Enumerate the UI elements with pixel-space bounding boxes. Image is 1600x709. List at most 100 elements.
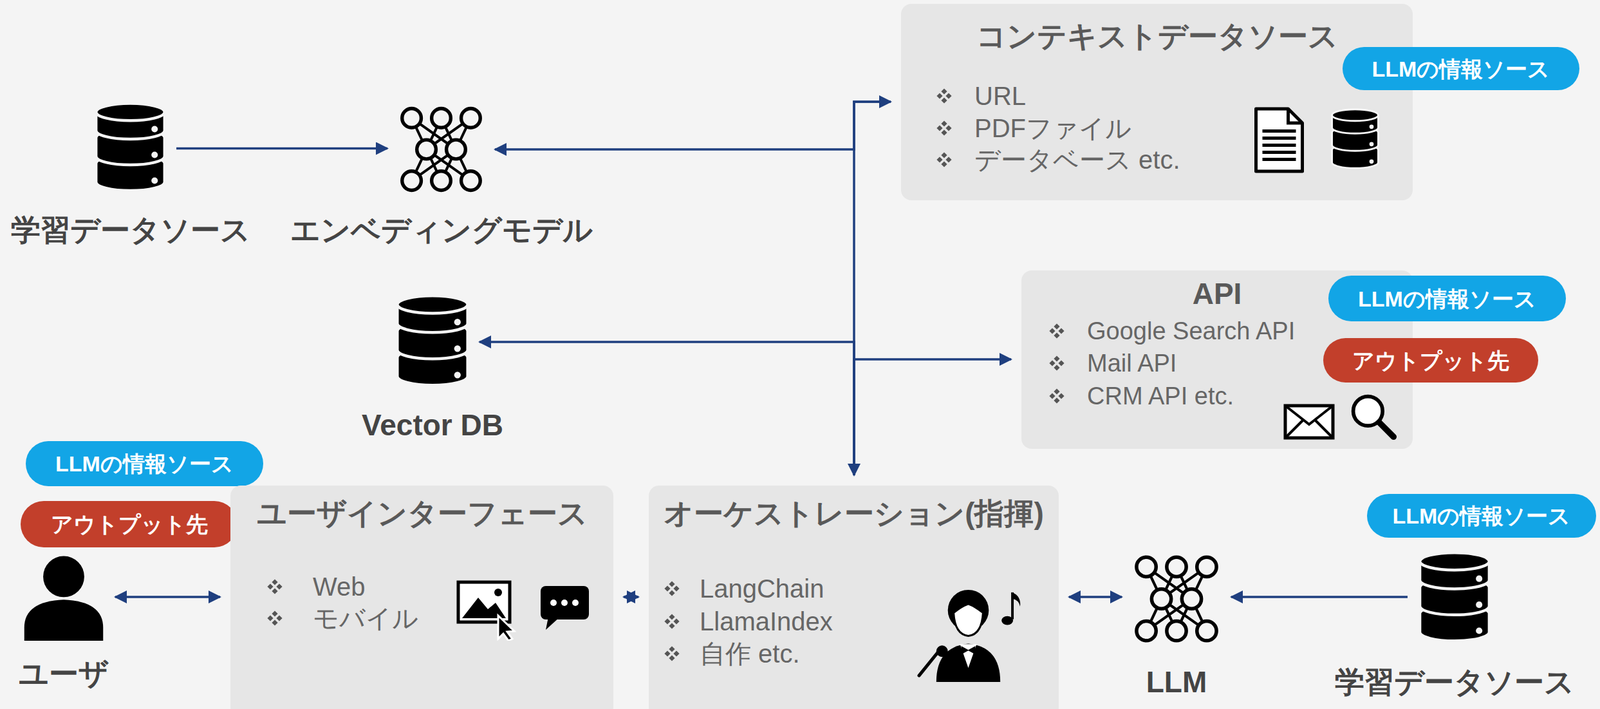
box-title: ユーザインターフェース — [256, 496, 588, 530]
conductor-icon-shape — [919, 589, 1021, 682]
bullet-text: CRM API etc. — [1087, 380, 1234, 412]
bullet-diamond — [1053, 332, 1060, 338]
connector-arrow — [115, 595, 221, 598]
icon-node: Vector DB — [395, 292, 470, 391]
bullet-diamond — [936, 92, 943, 99]
tag-text-wrap: LLMの情報ソース — [25, 449, 264, 477]
bullet-diamond — [668, 580, 675, 587]
search-icon — [1348, 390, 1398, 441]
icon-node: エンベディングモデル — [397, 104, 485, 194]
connector-arrow — [494, 101, 891, 150]
bullet-diamond — [664, 650, 670, 656]
image-icon-shape — [458, 581, 515, 641]
tag-text-wrap: LLMの情報ソース — [1328, 285, 1566, 313]
bullet-row: データベース etc. — [936, 144, 1181, 176]
bullet-mark — [936, 151, 952, 168]
box-title: オーケストレーション(指揮) — [663, 496, 1044, 530]
bullet-diamond — [1053, 364, 1060, 371]
db-icon — [395, 292, 470, 391]
tag-text-wrap: LLMの情報ソース — [1342, 55, 1580, 83]
nn-icon-shape — [1136, 556, 1217, 641]
icon-label-wrap: Vector DB — [361, 406, 504, 443]
connector-arrow — [854, 359, 1012, 475]
tag-text: LLMの情報ソース — [55, 451, 234, 476]
tag-pill: LLMの情報ソース — [1367, 493, 1597, 538]
connector-arrow — [479, 341, 855, 475]
db-icon — [1417, 550, 1492, 645]
tag-pill: アウトプット先 — [1323, 337, 1539, 383]
bullet-text: 自作 etc. — [699, 637, 800, 669]
bullet-diamond — [668, 645, 675, 652]
bullet-diamond — [673, 650, 680, 656]
bullet-row: Web — [267, 570, 366, 602]
bullet-text: データベース etc. — [974, 144, 1181, 176]
search-icon-shape — [1353, 396, 1395, 438]
db-icon — [1330, 106, 1380, 174]
bullet-diamond — [668, 613, 675, 620]
db-icon-shape — [397, 295, 468, 385]
bullet-diamond — [936, 156, 943, 163]
bullet-mark — [267, 610, 283, 626]
bullet-diamond — [1058, 327, 1064, 334]
nn-icon-shape — [402, 108, 481, 191]
bullet-text: Mail API — [1087, 347, 1177, 379]
bullet-diamond — [1049, 392, 1055, 399]
bullet-diamond — [940, 160, 947, 167]
bullet-diamond — [940, 120, 947, 127]
bullet-mark — [664, 645, 680, 661]
tag-pill: LLMの情報ソース — [25, 440, 264, 486]
box-title-wrap: オーケストレーション(指揮) — [648, 494, 1059, 531]
connector-arrow — [623, 595, 639, 598]
bullet-mark — [1049, 323, 1065, 339]
bullet-mark — [1049, 355, 1065, 371]
bullet-diamond — [945, 92, 952, 99]
bullet-mark — [936, 88, 952, 104]
connector-arrow — [1069, 595, 1122, 598]
icon-node: LLM — [1132, 554, 1221, 643]
bullet-diamond — [267, 614, 273, 621]
bullet-diamond — [1053, 355, 1060, 362]
bullet-diamond — [940, 151, 947, 158]
box-title-wrap: ユーザインターフェース — [230, 494, 614, 531]
tag-pill: LLMの情報ソース — [1342, 46, 1580, 91]
db-icon-shape — [1332, 109, 1379, 169]
tag-pill: LLMの情報ソース — [1328, 275, 1566, 322]
icon-node: ユーザ — [22, 554, 105, 641]
bullet-diamond — [271, 619, 278, 625]
bullet-diamond — [1049, 327, 1055, 334]
bullet-diamond — [936, 124, 943, 131]
box-title-wrap: コンテキストデータソース — [901, 18, 1413, 55]
doc-icon-shape — [1256, 108, 1303, 172]
tag-text: LLMの情報ソース — [1372, 56, 1551, 82]
icon-label: 学習データソース — [1334, 664, 1575, 699]
db-icon-shape — [1419, 552, 1490, 641]
bullet-row: URL — [936, 80, 1026, 112]
bullet-diamond — [271, 578, 278, 585]
bullet-mark — [664, 613, 680, 629]
bullet-diamond — [673, 585, 680, 591]
bullet-mark — [267, 578, 283, 595]
bullet-row: LangChain — [664, 572, 825, 604]
bullet-diamond — [673, 617, 680, 624]
connector-arrow — [854, 101, 891, 475]
icon-label: エンベディングモデル — [290, 213, 593, 247]
db-icon — [94, 99, 167, 197]
bullet-diamond — [271, 587, 278, 594]
bullet-row: Google Search API — [1049, 315, 1295, 347]
icon-label-wrap: 学習データソース — [10, 211, 251, 248]
bullet-diamond — [945, 124, 952, 131]
mail-icon — [1283, 403, 1335, 440]
bullet-diamond — [664, 617, 670, 624]
bullet-row: 自作 etc. — [664, 637, 800, 669]
bullet-row: CRM API etc. — [1049, 380, 1234, 412]
bullet-row: Mail API — [1049, 347, 1177, 379]
tag-text: アウトプット先 — [1352, 348, 1510, 373]
bullet-text: Web — [312, 570, 366, 602]
tag-text-wrap: LLMの情報ソース — [1367, 502, 1597, 530]
image-icon — [455, 579, 521, 641]
icon-node: 学習データソース — [1417, 550, 1492, 645]
tag-text: LLMの情報ソース — [1392, 503, 1572, 528]
bullet-text: モバイル — [312, 602, 419, 634]
icon-label: 学習データソース — [10, 213, 251, 247]
